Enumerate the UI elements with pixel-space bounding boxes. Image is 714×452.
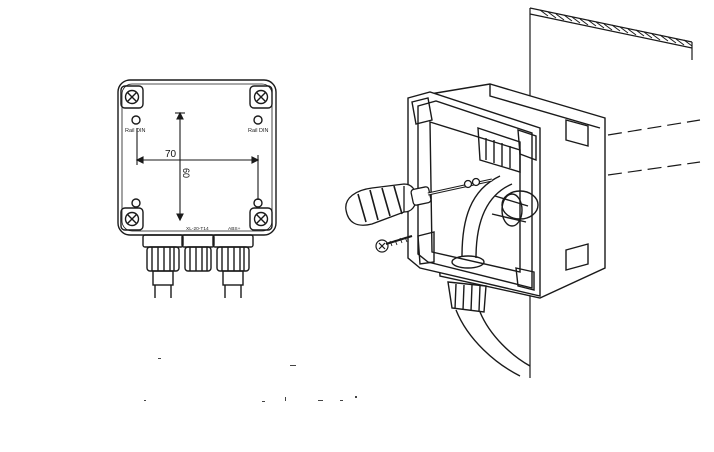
- corner-screw-bl: [120, 207, 144, 231]
- rail-din-label-left: Rail DIN: [125, 128, 146, 134]
- screwdriver-icon: [345, 177, 493, 226]
- cable-gland-right: [212, 234, 254, 298]
- dimension-height: [175, 111, 185, 222]
- din-hole-bl: [131, 198, 141, 208]
- corner-screw-tr: [249, 85, 273, 109]
- junction-box-icon: [407, 83, 606, 377]
- din-hole-tr: [253, 115, 263, 125]
- dimension-height-label: 60: [181, 168, 191, 178]
- cable-gland-left: [142, 234, 184, 298]
- screw-icon: [375, 234, 413, 253]
- din-hole-br: [253, 198, 263, 208]
- din-hole-tl: [131, 115, 141, 125]
- cable-gland-middle: [181, 234, 215, 272]
- corner-screw-br: [249, 207, 273, 231]
- bottom-marking-left: XL-20-T14: [186, 226, 209, 232]
- corner-screw-tl: [120, 85, 144, 109]
- front-view-box: [117, 79, 277, 298]
- dimension-width: [135, 128, 260, 200]
- scan-specks: [144, 358, 357, 402]
- dimension-width-label: 70: [165, 149, 177, 160]
- bottom-marking-right: ABS+: [228, 226, 241, 232]
- rail-din-label-right: Rail DIN: [248, 128, 269, 134]
